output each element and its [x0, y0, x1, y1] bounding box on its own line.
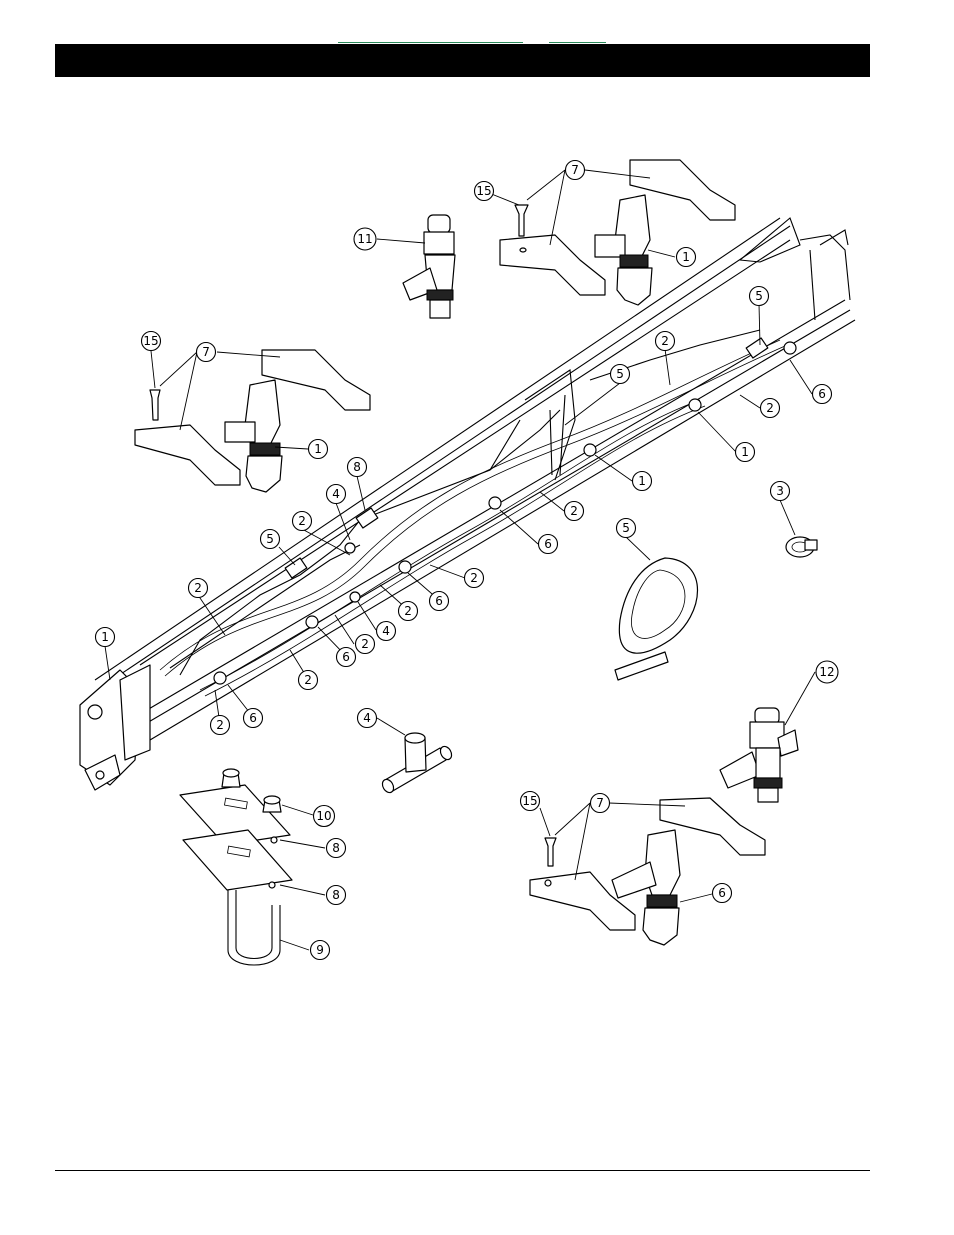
svg-text:2: 2: [298, 514, 306, 528]
svg-text:4: 4: [382, 624, 390, 638]
callout-2: 2: [761, 399, 780, 418]
svg-text:3: 3: [776, 484, 784, 498]
svg-text:7: 7: [202, 345, 210, 359]
svg-text:15: 15: [476, 184, 491, 198]
callout-7: 7: [591, 794, 610, 813]
svg-text:15: 15: [522, 794, 537, 808]
svg-text:6: 6: [342, 650, 350, 664]
svg-text:1: 1: [101, 630, 109, 644]
callout-5: 5: [750, 287, 769, 306]
nozzle-body-detail-lower-right: [530, 798, 765, 945]
nozzle-body-11: [403, 215, 455, 318]
callout-2: 2: [293, 512, 312, 531]
svg-text:4: 4: [363, 711, 371, 725]
callout-2: 2: [356, 635, 375, 654]
nozzle-body-detail-upper-right: [500, 160, 735, 305]
callout-11: 11: [354, 228, 376, 250]
footer-rule: [55, 1170, 870, 1171]
svg-text:7: 7: [571, 163, 579, 177]
callout-1: 1: [96, 628, 115, 647]
svg-text:2: 2: [766, 401, 774, 415]
callout-7: 7: [197, 343, 216, 362]
callout-4: 4: [358, 709, 377, 728]
hose-clamp-3: [786, 537, 817, 557]
svg-text:2: 2: [661, 334, 669, 348]
callout-8: 8: [327, 839, 346, 858]
callout-1: 1: [736, 443, 755, 462]
callout-6: 6: [430, 592, 449, 611]
svg-text:6: 6: [818, 387, 826, 401]
callout-2: 2: [656, 332, 675, 351]
svg-text:6: 6: [435, 594, 443, 608]
callout-2: 2: [399, 602, 418, 621]
callout-10: 10: [314, 806, 335, 827]
callout-2: 2: [189, 579, 208, 598]
svg-text:6: 6: [718, 886, 726, 900]
svg-text:5: 5: [755, 289, 763, 303]
svg-text:6: 6: [249, 711, 257, 725]
callout-3: 3: [771, 482, 790, 501]
svg-text:1: 1: [638, 474, 646, 488]
svg-text:15: 15: [143, 334, 158, 348]
svg-text:8: 8: [332, 841, 340, 855]
callout-4: 4: [377, 622, 396, 641]
svg-text:2: 2: [470, 571, 478, 585]
svg-text:2: 2: [361, 637, 369, 651]
callout-8: 8: [327, 886, 346, 905]
callout-2: 2: [565, 502, 584, 521]
svg-text:2: 2: [216, 718, 224, 732]
svg-text:5: 5: [266, 532, 274, 546]
callout-1: 1: [309, 440, 328, 459]
svg-text:1: 1: [741, 445, 749, 459]
callout-9: 9: [311, 941, 330, 960]
ubolt-assembly: [180, 769, 292, 965]
callout-12: 12: [816, 661, 838, 683]
svg-text:5: 5: [622, 521, 630, 535]
svg-text:2: 2: [194, 581, 202, 595]
svg-text:12: 12: [819, 665, 834, 679]
svg-text:8: 8: [332, 888, 340, 902]
svg-text:10: 10: [316, 809, 331, 823]
callout-6: 6: [713, 884, 732, 903]
svg-text:6: 6: [544, 537, 552, 551]
nozzle-body-detail-left: [135, 350, 370, 492]
svg-text:2: 2: [570, 504, 578, 518]
callout-1: 1: [633, 472, 652, 491]
callout-2: 2: [299, 671, 318, 690]
svg-text:1: 1: [314, 442, 322, 456]
callout-2: 2: [465, 569, 484, 588]
svg-text:4: 4: [332, 487, 340, 501]
tee-fitting-4: [380, 733, 454, 795]
callout-15: 15: [521, 792, 540, 811]
callout-15: 15: [475, 182, 494, 201]
callout-8: 8: [348, 458, 367, 477]
svg-text:5: 5: [616, 367, 624, 381]
callout-5: 5: [261, 530, 280, 549]
hose-strap-5: [615, 558, 698, 680]
callout-15: 15: [142, 332, 161, 351]
callout-1: 1: [677, 248, 696, 267]
callout-7: 7: [566, 161, 585, 180]
callout-6: 6: [539, 535, 558, 554]
svg-text:1: 1: [682, 250, 690, 264]
callout-6: 6: [337, 648, 356, 667]
callout-4: 4: [327, 485, 346, 504]
callout-2: 2: [211, 716, 230, 735]
callout-6: 6: [244, 709, 263, 728]
svg-text:11: 11: [357, 232, 372, 246]
callout-5: 5: [617, 519, 636, 538]
boom-frame: [80, 218, 855, 790]
svg-text:8: 8: [353, 460, 361, 474]
callout-5: 5: [611, 365, 630, 384]
svg-text:9: 9: [316, 943, 324, 957]
svg-text:2: 2: [404, 604, 412, 618]
svg-text:2: 2: [304, 673, 312, 687]
svg-text:7: 7: [596, 796, 604, 810]
callout-6: 6: [813, 385, 832, 404]
leader-lines: [105, 170, 815, 950]
